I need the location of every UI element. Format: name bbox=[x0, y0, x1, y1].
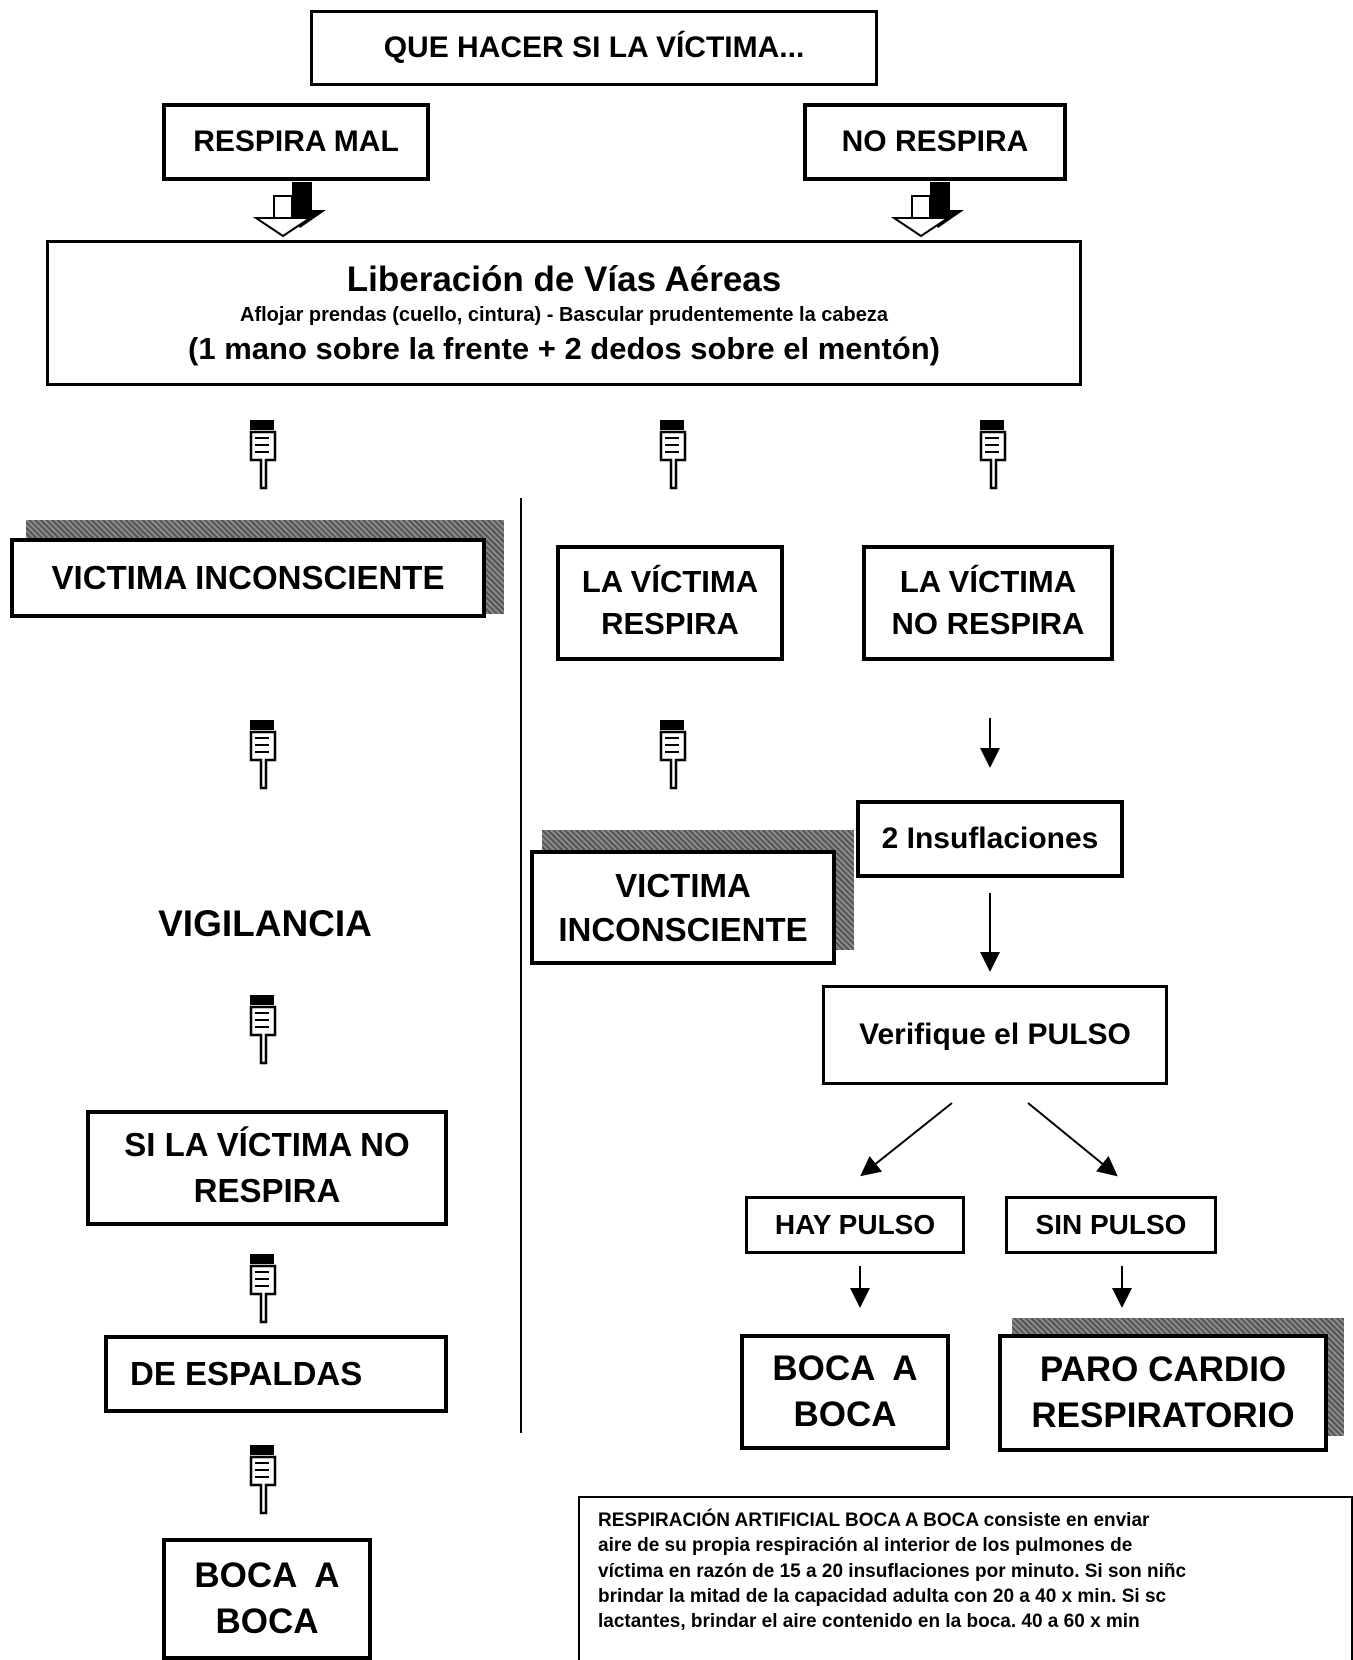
not-breathing-box: NO RESPIRA bbox=[803, 103, 1067, 181]
note-line-4: brindar la mitad de la capacidad adulta … bbox=[598, 1585, 1167, 1607]
column-divider bbox=[520, 498, 522, 1433]
pointing-hand-icon bbox=[659, 420, 687, 490]
cardiac-arrest-line2: RESPIRATORIO bbox=[1031, 1396, 1295, 1435]
victim-breathes-line1: LA VÍCTIMA bbox=[581, 564, 759, 600]
insufflations-box: 2 Insuflaciones bbox=[856, 800, 1124, 878]
vigilance-label: VIGILANCIA bbox=[100, 903, 430, 945]
if-not-breathing-box: SI LA VÍCTIMA NO RESPIRA bbox=[86, 1110, 448, 1226]
if-not-breathing-line2: RESPIRA bbox=[193, 1172, 341, 1209]
no-pulse-text: SIN PULSO bbox=[1035, 1208, 1187, 1240]
pointing-hand-icon bbox=[249, 1445, 277, 1515]
note-line-3: víctima en razón de 15 a 20 insuflacione… bbox=[598, 1560, 1187, 1582]
supine-text: DE ESPALDAS bbox=[130, 1355, 363, 1393]
airway-heading: Liberación de Vías Aéreas bbox=[346, 259, 782, 299]
victim-breathes-line2: RESPIRA bbox=[601, 606, 739, 641]
middle-unconscious-line1: VICTIMA bbox=[615, 866, 751, 904]
airway-detail: (1 mano sobre la frente + 2 dedos sobre … bbox=[188, 330, 940, 366]
left-mouth-line1: BOCA A bbox=[194, 1555, 340, 1595]
left-mouth-to-mouth-box: BOCA A BOCA bbox=[162, 1538, 372, 1660]
pointing-hand-icon bbox=[249, 995, 277, 1065]
if-not-breathing-line1: SI LA VÍCTIMA NO bbox=[124, 1126, 410, 1164]
block-arrow-right bbox=[890, 182, 964, 238]
pointing-hand-icon bbox=[249, 1254, 277, 1324]
right-mouth-line1: BOCA A bbox=[772, 1348, 918, 1388]
middle-unconscious-line2: INCONSCIENTE bbox=[558, 910, 808, 948]
has-pulse-box: HAY PULSO bbox=[745, 1196, 965, 1254]
title-text: QUE HACER SI LA VÍCTIMA... bbox=[383, 30, 805, 64]
note-line-2: aire de su propia respiración al interio… bbox=[598, 1535, 1133, 1557]
supine-box: DE ESPALDAS bbox=[104, 1335, 448, 1413]
vigilance-text: VIGILANCIA bbox=[158, 903, 372, 944]
artificial-respiration-note: RESPIRACIÓN ARTIFICIAL BOCA A BOCA consi… bbox=[578, 1496, 1353, 1660]
title-box: QUE HACER SI LA VÍCTIMA... bbox=[310, 10, 878, 86]
cardiac-arrest-line1: PARO CARDIO bbox=[1039, 1349, 1287, 1389]
block-arrow-left bbox=[252, 182, 326, 238]
pointing-hand-icon bbox=[249, 720, 277, 790]
unconscious-box: VICTIMA INCONSCIENTE bbox=[10, 538, 486, 618]
airway-sub: Aflojar prendas (cuello, cintura) - Basc… bbox=[240, 303, 888, 326]
arrow-to-has-pulse bbox=[860, 1102, 953, 1177]
cardiac-arrest-box: PARO CARDIO RESPIRATORIO bbox=[998, 1334, 1328, 1452]
pointing-hand-icon bbox=[249, 420, 277, 490]
middle-unconscious-box: VICTIMA INCONSCIENTE bbox=[530, 850, 836, 965]
note-line-1: RESPIRACIÓN ARTIFICIAL BOCA A BOCA consi… bbox=[598, 1510, 1150, 1531]
right-mouth-line2: BOCA bbox=[793, 1395, 897, 1434]
note-line-5: lactantes, brindar el aire contenido en … bbox=[598, 1611, 1140, 1633]
pointing-hand-icon bbox=[979, 420, 1007, 490]
victim-breathes-box: LA VÍCTIMA RESPIRA bbox=[556, 545, 784, 661]
right-mouth-to-mouth-box: BOCA A BOCA bbox=[740, 1334, 950, 1450]
left-mouth-line2: BOCA bbox=[215, 1602, 319, 1641]
breathes-poorly-box: RESPIRA MAL bbox=[162, 103, 430, 181]
no-pulse-box: SIN PULSO bbox=[1005, 1196, 1217, 1254]
insufflations-text: 2 Insuflaciones bbox=[881, 821, 1099, 855]
arrow-to-no-pulse bbox=[1027, 1102, 1118, 1177]
pulse-check-box: Verifique el PULSO bbox=[822, 985, 1168, 1085]
breathes-poorly-text: RESPIRA MAL bbox=[193, 124, 399, 158]
pulse-check-text: Verifique el PULSO bbox=[859, 1017, 1131, 1051]
victim-not-breathing-box: LA VÍCTIMA NO RESPIRA bbox=[862, 545, 1114, 661]
victim-not-breathing-line2: NO RESPIRA bbox=[891, 606, 1085, 641]
victim-not-breathing-line1: LA VÍCTIMA bbox=[899, 564, 1077, 600]
has-pulse-text: HAY PULSO bbox=[774, 1208, 936, 1240]
airway-box: Liberación de Vías Aéreas Aflojar prenda… bbox=[46, 240, 1082, 386]
unconscious-text: VICTIMA INCONSCIENTE bbox=[51, 559, 445, 597]
pointing-hand-icon bbox=[659, 720, 687, 790]
not-breathing-text: NO RESPIRA bbox=[841, 124, 1029, 158]
